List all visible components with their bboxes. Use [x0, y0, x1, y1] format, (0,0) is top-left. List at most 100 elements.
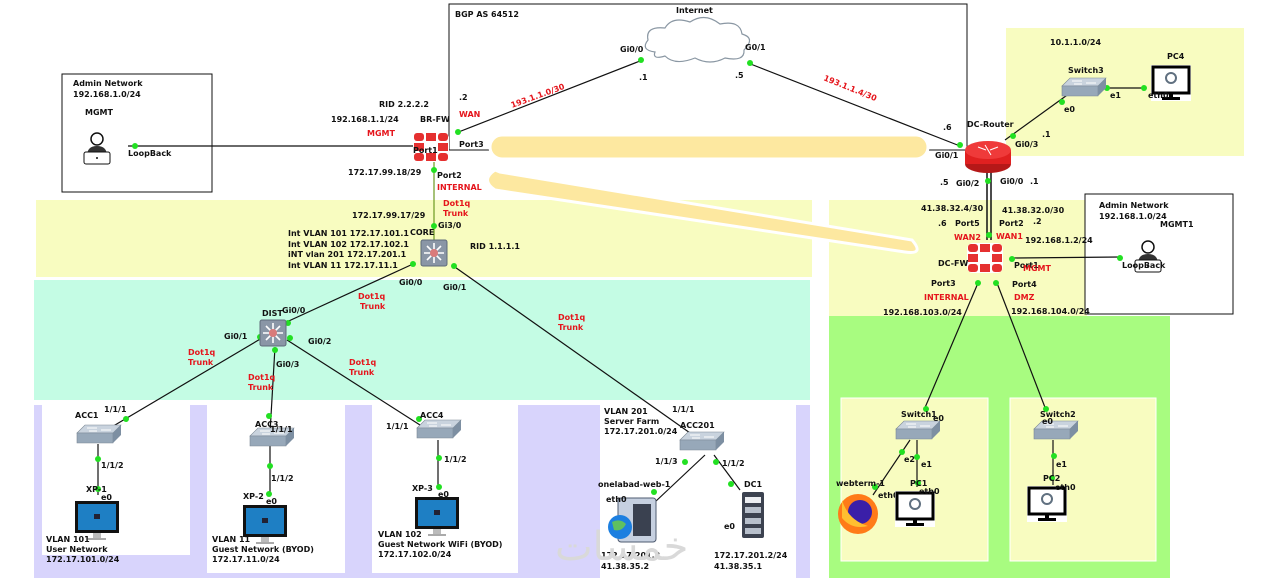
internet-ip-right: .5: [735, 71, 744, 80]
port-dot[interactable]: [1043, 406, 1049, 412]
internet-cloud[interactable]: Internet Gi0/0 G0/1 .1 .5: [620, 6, 766, 82]
pc4-host[interactable]: PC4 eth0: [1148, 52, 1193, 103]
acc3-down-port: 1/1/2: [271, 474, 294, 483]
pc2-host[interactable]: PC2 eth0: [1025, 474, 1076, 524]
switch2-e0: e0: [1042, 417, 1053, 426]
xp1-port: e0: [101, 493, 112, 502]
port-dot[interactable]: [985, 178, 991, 184]
port-dot[interactable]: [416, 416, 422, 422]
pc1-host[interactable]: PC1 eth0: [893, 479, 940, 529]
core-port-g01: Gi0/1: [443, 283, 467, 292]
port-dot[interactable]: [1049, 475, 1055, 481]
dc-router[interactable]: DC-Router .6 Gi0/1 Gi0/3 .1 .5 Gi0/2 Gi0…: [935, 120, 1051, 188]
port-dot[interactable]: [682, 459, 688, 465]
link-dist-acc4: [286, 339, 421, 426]
port-dot[interactable]: [266, 413, 272, 419]
port-dot[interactable]: [455, 129, 461, 135]
port-dot[interactable]: [986, 232, 992, 238]
br-fw-port2: Port2: [437, 171, 462, 180]
core-switch[interactable]: 172.17.99.17/29 Gi3/0 CORE RID 1.1.1.1 I…: [288, 211, 520, 292]
port-dot[interactable]: [923, 406, 929, 412]
firewall-icon: [967, 243, 1003, 273]
port-dot[interactable]: [1051, 453, 1057, 459]
port-dot[interactable]: [431, 167, 437, 173]
port-dot[interactable]: [267, 463, 273, 469]
link-internet-dcrouter: [747, 62, 961, 147]
acc3-up-port: 1/1/1: [270, 425, 293, 434]
acc3-switch[interactable]: ACC3 1/1/1 1/1/2: [249, 420, 295, 483]
webterm-host[interactable]: webterm-1 eth0: [836, 479, 899, 534]
dc-router-g01: Gi0/1: [935, 151, 959, 160]
xp1-name: XP-1: [86, 485, 107, 494]
highlights: [486, 133, 930, 254]
port-dot[interactable]: [451, 263, 457, 269]
port-dot[interactable]: [638, 57, 644, 63]
port-dot[interactable]: [123, 416, 129, 422]
port-dot[interactable]: [287, 335, 293, 341]
port-dot[interactable]: [975, 280, 981, 286]
dc-fw-port5: Port5: [955, 219, 980, 228]
dc1-ip1: 172.17.201.2/24: [714, 551, 788, 560]
port-dot[interactable]: [1009, 256, 1015, 262]
port-dot[interactable]: [431, 223, 437, 229]
dc-fw-node[interactable]: 41.38.32.4/30 41.38.32.0/30 .6 Port5 Por…: [883, 204, 1093, 317]
dc-router-ip-g00: .1: [1030, 177, 1039, 186]
link-dist-acc1: [109, 337, 263, 429]
mgmt1-host[interactable]: MGMT1 LoopBack: [1122, 220, 1194, 273]
link-dist-acc3: [269, 346, 276, 434]
switch-icon: [1033, 420, 1079, 440]
port-dot[interactable]: [899, 449, 905, 455]
port-dot[interactable]: [1059, 99, 1065, 105]
port-dot[interactable]: [957, 142, 963, 148]
acc201-port3: 1/1/3: [655, 457, 678, 466]
acc4-down-port: 1/1/2: [444, 455, 467, 464]
zone-distribution: [34, 280, 810, 400]
dc-router-ip-g03: .1: [1042, 130, 1051, 139]
port-dot[interactable]: [915, 480, 921, 486]
trunk-label-l2: Trunk: [248, 383, 274, 392]
mgmt-left-host[interactable]: MGMT LoopBack: [83, 108, 172, 165]
acc1-switch[interactable]: ACC1 1/1/1 1/1/2: [75, 405, 127, 470]
port-dot[interactable]: [95, 456, 101, 462]
port-dot[interactable]: [95, 486, 101, 492]
port-dot[interactable]: [713, 459, 719, 465]
br-fw-node[interactable]: RID 2.2.2.2 192.168.1.1/24 BR-FW MGMT .2…: [331, 93, 484, 192]
port-dot[interactable]: [266, 491, 272, 497]
xp2-subnet: 172.17.11.0/24: [212, 555, 280, 564]
switch2[interactable]: Switch2 e0 e1: [1033, 410, 1079, 469]
dc-fw-mgmt-label: MGMT: [1023, 264, 1051, 273]
dist-switch[interactable]: DIST Gi0/0 Gi0/1 Gi0/2 Gi0/3: [224, 306, 331, 369]
trunk-label-l2: Trunk: [360, 302, 386, 311]
dc1-server[interactable]: DC1 e0 172.17.201.2/24 41.38.35.1: [714, 480, 788, 571]
port-dot[interactable]: [993, 280, 999, 286]
dc1-ip2: 41.38.35.1: [714, 562, 763, 571]
core-name: CORE: [410, 228, 434, 237]
xp3-desc: Guest Network WiFi (BYOD): [378, 540, 502, 549]
mgmt-left-port: LoopBack: [128, 149, 172, 158]
xp3-host[interactable]: XP-3 e0 VLAN 102 Guest Network WiFi (BYO…: [378, 484, 502, 559]
port-dot[interactable]: [436, 455, 442, 461]
dc-router-g02: Gi0/2: [956, 179, 979, 188]
server-farm-vlan: VLAN 201: [604, 407, 648, 416]
port-dot[interactable]: [872, 484, 878, 490]
port-dot[interactable]: [651, 489, 657, 495]
acc201-switch[interactable]: ACC201 1/1/1 1/1/3 1/1/2: [655, 405, 745, 468]
web-server[interactable]: onelabad-web-1 eth0 172.17.201.3 41.38.3…: [598, 480, 671, 571]
port-dot[interactable]: [272, 347, 278, 353]
dc-fw-wan2: WAN2: [954, 233, 981, 242]
admin-right-subnet: 192.168.1.0/24: [1099, 212, 1167, 221]
port-dot[interactable]: [728, 481, 734, 487]
port-dot[interactable]: [1141, 85, 1147, 91]
xp2-host[interactable]: XP-2 e0 VLAN 11 Guest Network (BYOD) 172…: [212, 492, 314, 564]
port-dot[interactable]: [410, 261, 416, 267]
xp1-host[interactable]: XP-1 e0 VLAN 101 User Network 172.17.101…: [46, 485, 120, 564]
port-dot[interactable]: [747, 60, 753, 66]
switch3[interactable]: Switch3 e0 e1: [1061, 66, 1121, 114]
port-dot[interactable]: [436, 484, 442, 490]
acc4-switch[interactable]: ACC4 1/1/1 1/1/2: [386, 411, 467, 464]
switch1[interactable]: Switch1 e0 e2 e1: [895, 410, 944, 469]
port-dot[interactable]: [132, 143, 138, 149]
port-dot[interactable]: [1010, 133, 1016, 139]
port-dot[interactable]: [914, 454, 920, 460]
port-dot[interactable]: [1117, 255, 1123, 261]
